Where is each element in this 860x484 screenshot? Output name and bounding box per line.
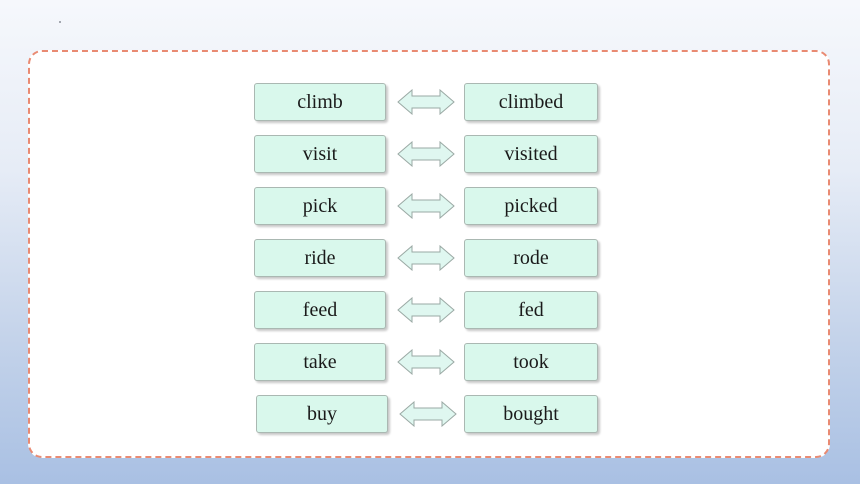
verb-pair-row: feed fed [30,291,828,329]
past-form-box[interactable]: climbed [464,83,598,121]
base-form-box[interactable]: climb [254,83,386,121]
decorative-dot [59,21,61,23]
past-form-box[interactable]: bought [464,395,598,433]
verb-pair-row: buy bought [30,395,828,433]
base-form-box[interactable]: pick [254,187,386,225]
verb-pair-row: take took [30,343,828,381]
double-arrow-icon [397,193,455,219]
double-arrow-icon [397,297,455,323]
double-arrow-icon [397,245,455,271]
double-arrow-icon [399,401,457,427]
past-form-box[interactable]: visited [464,135,598,173]
base-form-box[interactable]: ride [254,239,386,277]
past-form-box[interactable]: rode [464,239,598,277]
double-arrow-icon [397,89,455,115]
base-form-box[interactable]: feed [254,291,386,329]
base-form-box[interactable]: take [254,343,386,381]
verb-pair-row: climb climbed [30,83,828,121]
verb-pair-row: visit visited [30,135,828,173]
base-form-box[interactable]: visit [254,135,386,173]
verb-pair-row: ride rode [30,239,828,277]
past-form-box[interactable]: picked [464,187,598,225]
double-arrow-icon [397,141,455,167]
base-form-box[interactable]: buy [256,395,388,433]
verb-pair-row: pick picked [30,187,828,225]
verb-pairs-panel: climb climbed visit visited pick picked … [28,50,830,458]
past-form-box[interactable]: fed [464,291,598,329]
past-form-box[interactable]: took [464,343,598,381]
double-arrow-icon [397,349,455,375]
